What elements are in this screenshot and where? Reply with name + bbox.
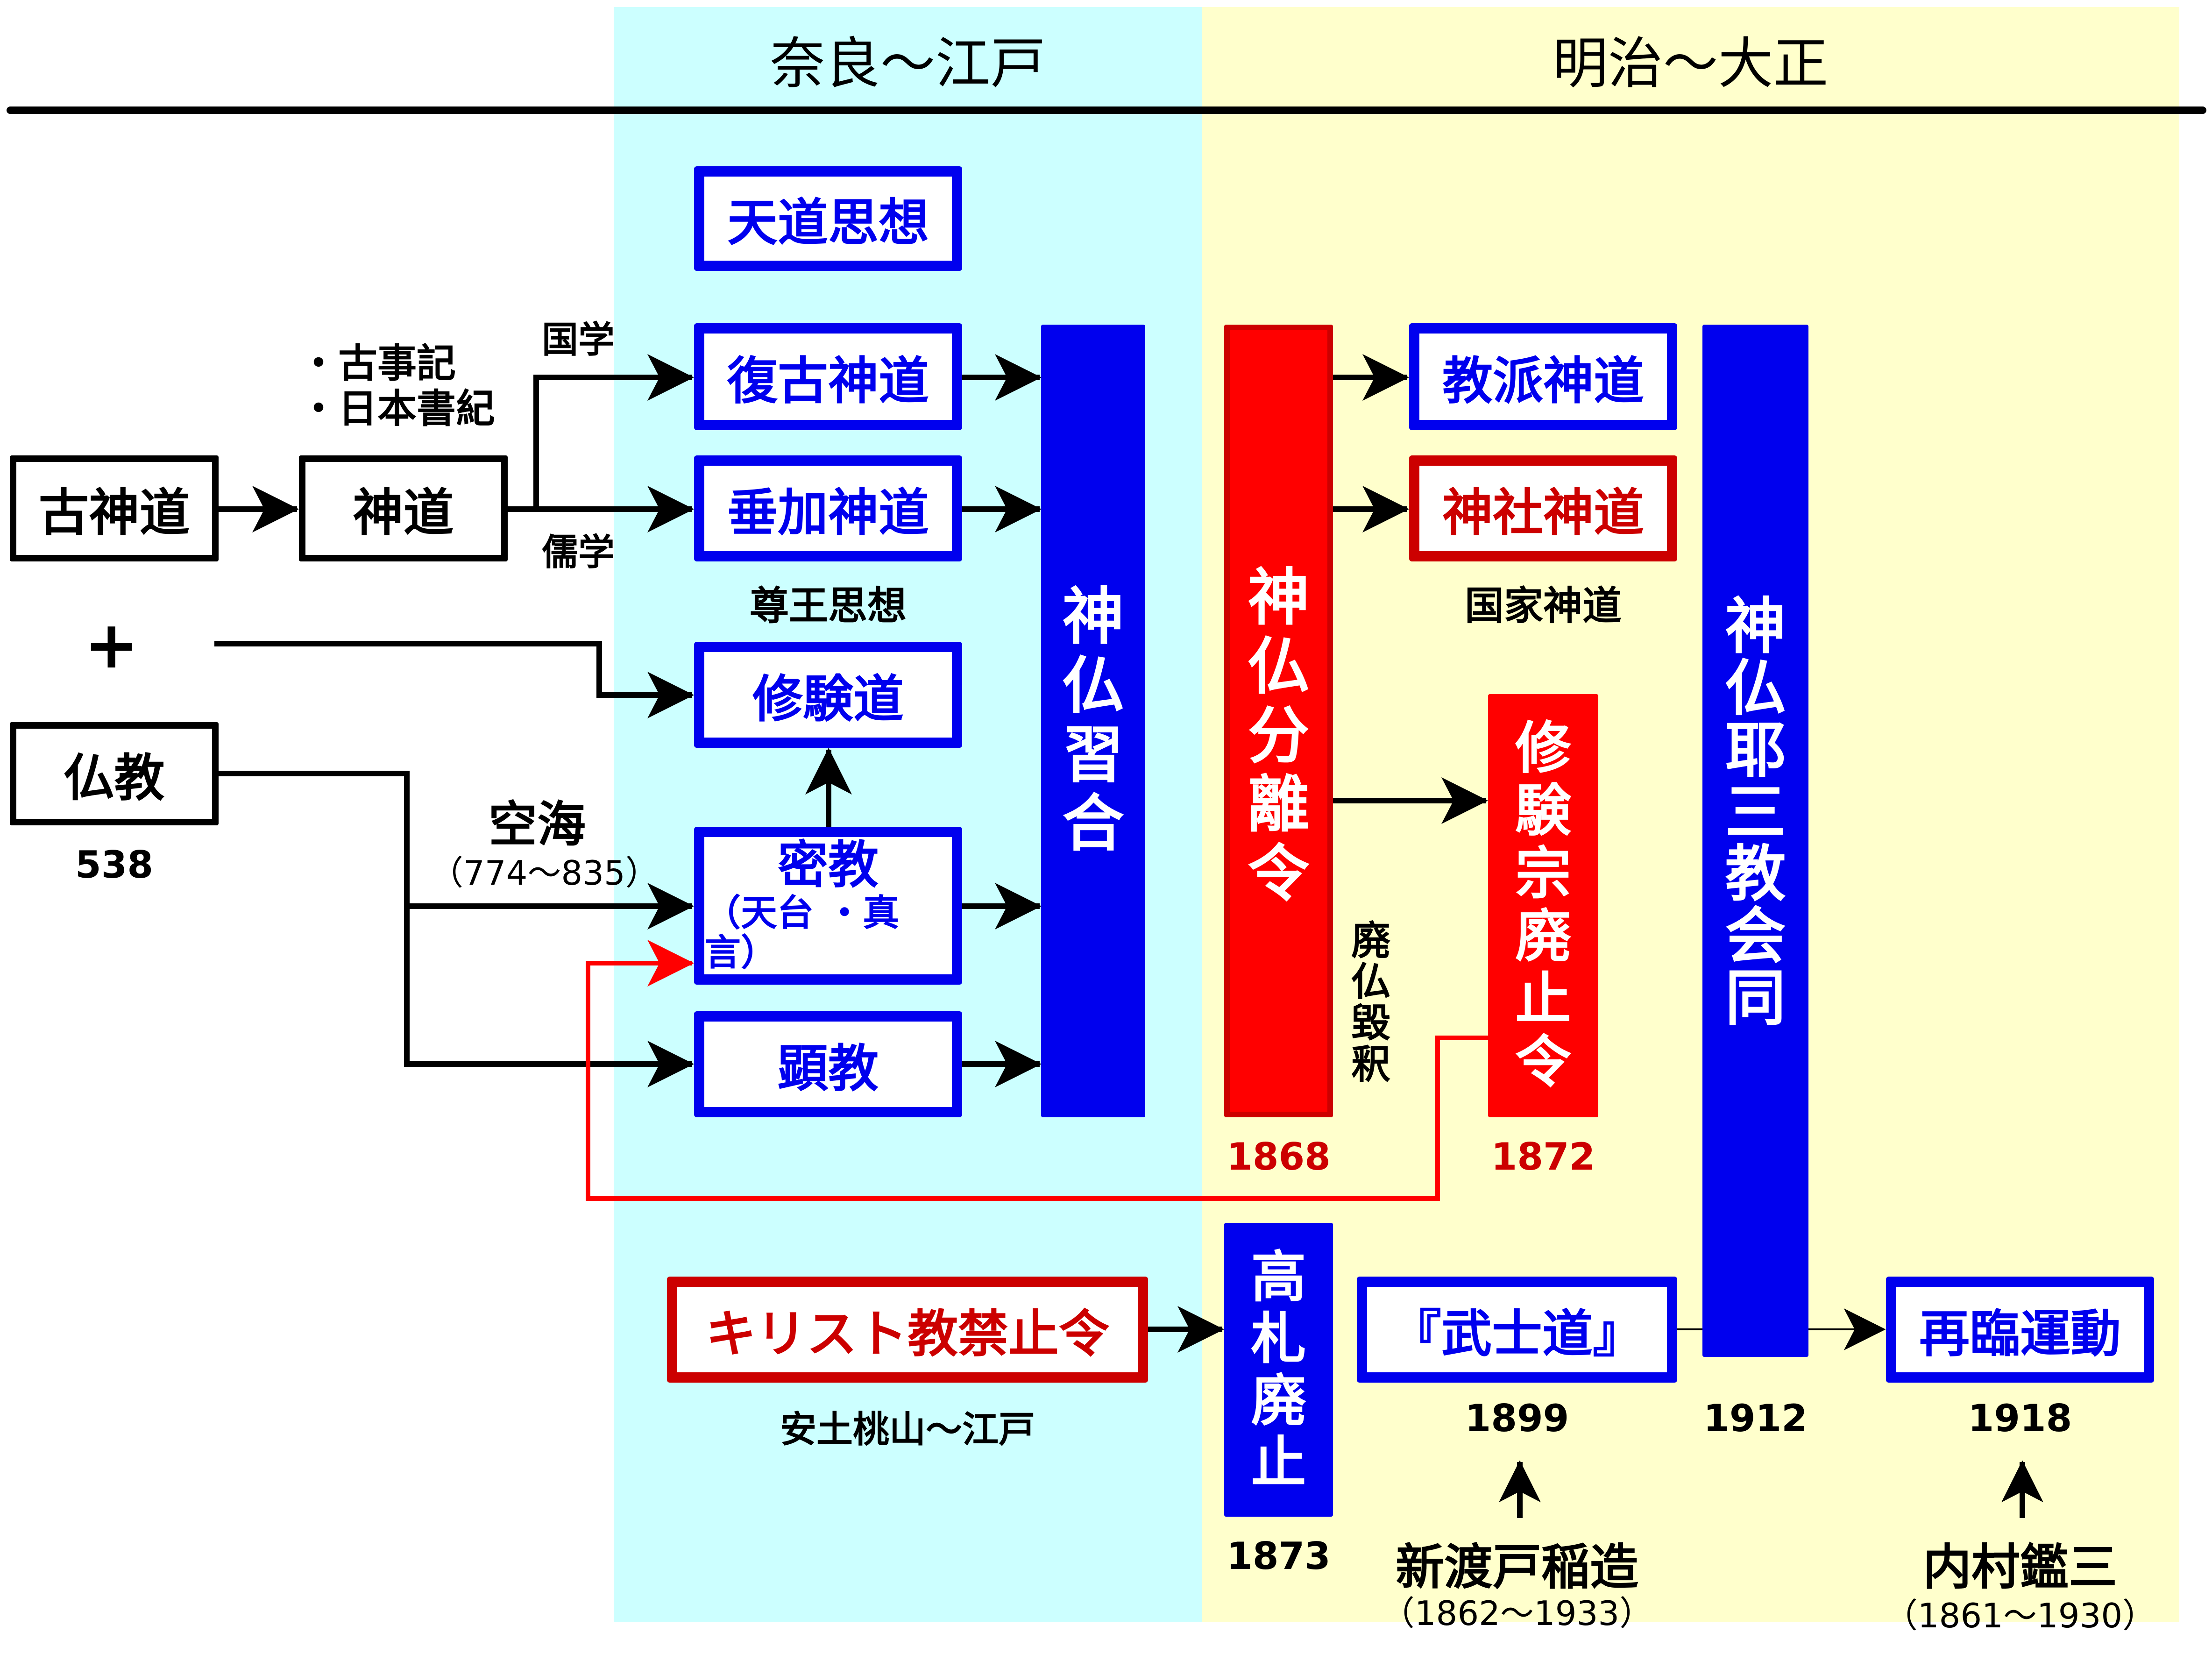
vert-char: 毀 [1351,1000,1390,1046]
col-char: 三 [1725,776,1786,848]
col-char: 高 [1251,1245,1306,1310]
col-char: 合 [1062,788,1124,860]
col-char: 神 [1062,581,1124,653]
year-bukkyo: 538 [75,843,153,887]
plus-sign: + [84,607,139,683]
col-char: 令 [1515,1029,1571,1095]
column-kosatsu-haishi: 高 札 廃 止 [1224,1223,1333,1517]
text-kojiki: ・古事記 [299,341,456,386]
box-jinja-shinto: 神社神道 [1409,455,1677,561]
year-sairin: 1918 [1968,1397,2072,1440]
col-char: 会 [1725,900,1786,972]
box-sairin-label: 再臨運動 [1919,1305,2121,1363]
col-char: 教 [1725,838,1786,910]
box-suika-label: 垂加神道 [727,483,929,542]
col-char: 仏 [1725,653,1786,724]
box-shinto-label: 神道 [353,483,454,542]
label-uchimura: 内村鑑三 [1922,1539,2117,1596]
col-char: 修 [1515,716,1571,781]
box-kyoha-label: 教派神道 [1442,352,1644,411]
box-shugendo: 修験道 [694,642,962,748]
label-kukai-years: （774〜835） [430,853,659,893]
column-shinbutsu-shugo: 神 仏 習 合 [1041,325,1145,1117]
label-kokka-shinto: 国家神道 [1464,583,1622,629]
vert-char: 仏 [1351,959,1390,1005]
col-char: 止 [1251,1430,1306,1495]
year-bushido: 1899 [1465,1397,1569,1440]
box-mikkyo: 密教 （天台 ・真言） [694,827,962,985]
col-char: 宗 [1515,841,1571,907]
text-nihonshoki: ・日本書紀 [299,385,496,432]
vert-char: 釈 [1351,1041,1390,1087]
label-nitobe-years: （1862〜1933） [1381,1594,1653,1633]
box-ko-shinto: 古神道 [10,455,219,561]
box-ko-shinto-label: 古神道 [38,483,190,542]
column-sankyo-kaido: 神 仏 耶 三 教 会 同 [1702,325,1808,1357]
column-shinbutsu-bunri: 神 仏 分 離 令 [1224,325,1333,1117]
box-kengyo-label: 顕教 [777,1039,879,1098]
col-char: 験 [1515,779,1571,844]
column-shugenshu-haishi: 修 験 宗 廃 止 令 [1488,694,1598,1117]
label-sonno-shiso: 尊王思想 [749,583,907,629]
label-nitobe: 新渡戸稲造 [1395,1539,1638,1596]
year-sankyo: 1912 [1703,1397,1808,1440]
col-char: 仏 [1062,650,1124,722]
col-char: 廃 [1251,1368,1306,1433]
box-shinto: 神道 [299,455,508,561]
box-shugendo-label: 修験道 [752,670,904,729]
box-mikkyo-sub: （天台 ・真言） [704,892,900,974]
texts-label: ・古事記 ・日本書紀 [299,341,523,431]
year-kosatsu: 1873 [1227,1534,1331,1578]
col-char: 札 [1251,1306,1306,1371]
col-char: 止 [1515,967,1571,1032]
label-azuchi-edo: 安土桃山〜江戸 [780,1409,1035,1451]
label-kukai: 空海 [488,796,586,853]
box-bukkyo: 仏教 [10,722,219,825]
box-tendo-shiso: 天道思想 [694,166,962,271]
box-kirisuto-kinshi: キリスト教禁止令 [667,1277,1148,1383]
col-char: 廃 [1515,904,1571,969]
box-tendo-label: 天道思想 [727,194,929,252]
label-kokugaku: 国学 [542,319,615,361]
box-fukko-shinto: 復古神道 [694,323,962,430]
box-bushido: 『武士道』 [1357,1277,1677,1383]
timeline-divider [7,106,2206,114]
col-char: 分 [1248,700,1310,772]
col-char: 離 [1248,769,1310,841]
box-suika-shinto: 垂加神道 [694,455,962,561]
box-bukkyo-label: 仏教 [64,749,165,808]
box-sairin-undo: 再臨運動 [1886,1277,2154,1383]
year-bunri: 1868 [1227,1135,1331,1178]
col-char: 仏 [1248,631,1310,703]
col-char: 令 [1248,838,1310,910]
era-label-meiji-taisho: 明治〜大正 [1553,31,1829,96]
box-fukko-label: 復古神道 [727,352,929,411]
col-char: 耶 [1725,715,1786,786]
box-mikkyo-label: 密教 [777,836,879,894]
col-char: 神 [1248,562,1310,634]
box-bushido-label: 『武士道』 [1390,1305,1643,1363]
box-jinja-label: 神社神道 [1442,483,1644,542]
label-haibutsu-kishaku: 廃 仏 毀 釈 [1345,920,1397,1085]
label-uchimura-years: （1861〜1930） [1884,1596,2156,1635]
box-kengyo: 顕教 [694,1011,962,1117]
year-shugenshu: 1872 [1491,1135,1595,1178]
era-label-nara-edo: 奈良〜江戸 [770,31,1046,96]
col-char: 習 [1062,719,1124,791]
col-char: 同 [1725,962,1786,1034]
col-char: 神 [1725,591,1786,662]
vert-char: 廃 [1351,918,1390,964]
box-kirisuto-label: キリスト教禁止令 [705,1305,1109,1363]
label-jugaku: 儒学 [542,532,615,574]
box-kyoha-shinto: 教派神道 [1409,323,1677,430]
